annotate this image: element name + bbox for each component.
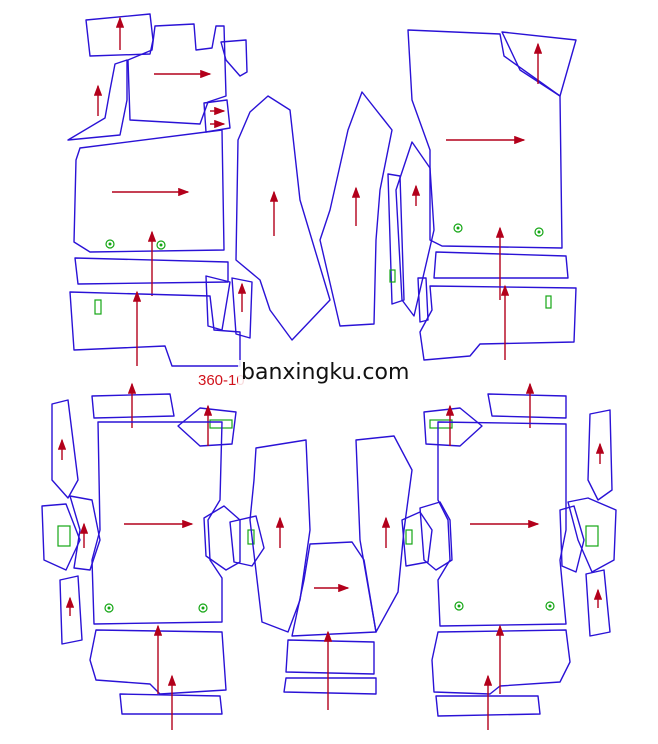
pattern-piece: [559, 505, 585, 573]
pattern-piece: [431, 629, 571, 695]
pattern-piece: [319, 91, 393, 327]
pattern-piece: [127, 23, 227, 125]
slot-mark: [57, 525, 71, 547]
pattern-piece: [419, 285, 577, 361]
pattern-piece: [419, 501, 453, 571]
pattern-piece: [283, 677, 377, 695]
pattern-piece: [205, 275, 231, 331]
pattern-piece: [249, 439, 311, 633]
pattern-piece: [59, 575, 83, 645]
hole-mark: [548, 604, 552, 608]
pattern-piece: [417, 277, 429, 323]
pattern-piece: [85, 13, 154, 57]
slot-mark: [405, 529, 413, 545]
pattern-piece: [285, 639, 375, 675]
pattern-piece: [119, 693, 223, 715]
pattern-piece: [203, 505, 241, 571]
slot-mark: [585, 525, 599, 547]
hole-mark: [198, 603, 208, 613]
pattern-piece: [89, 629, 227, 695]
pattern-piece: [69, 495, 101, 571]
pattern-caption: 360-10: [198, 372, 245, 389]
hole-mark: [159, 243, 163, 247]
hole-mark: [454, 601, 464, 611]
hole-mark: [537, 230, 541, 234]
pattern-piece: [67, 59, 128, 141]
pattern-piece: [203, 99, 231, 133]
pattern-piece: [291, 541, 377, 637]
slot-mark: [209, 419, 233, 429]
slot-mark: [545, 295, 552, 309]
pattern-piece: [423, 407, 483, 447]
pattern-piece: [91, 421, 223, 625]
pattern-piece: [401, 511, 433, 567]
pattern-piece: [177, 407, 237, 447]
hole-mark: [108, 242, 112, 246]
hole-mark: [201, 606, 205, 610]
pattern-piece: [220, 39, 248, 77]
hole-mark: [534, 227, 544, 237]
pattern-piece: [51, 399, 79, 499]
watermark: banxingku.com: [238, 360, 413, 385]
pattern-piece: [437, 421, 567, 627]
slot-mark: [94, 299, 102, 315]
hole-mark: [453, 223, 463, 233]
hole-mark: [107, 606, 111, 610]
pattern-piece: [231, 277, 253, 339]
pattern-piece: [73, 129, 225, 253]
slot-mark: [389, 269, 396, 283]
pattern-piece: [407, 29, 563, 249]
pattern-piece: [587, 409, 613, 501]
pattern-piece: [435, 695, 541, 717]
pattern-piece: [433, 251, 569, 279]
pattern-piece: [387, 173, 405, 305]
pattern-piece: [355, 435, 413, 633]
hole-mark: [545, 601, 555, 611]
hole-mark: [105, 239, 115, 249]
slot-mark: [429, 419, 453, 429]
pattern-piece: [41, 503, 81, 571]
hole-mark: [156, 240, 166, 250]
pattern-piece: [487, 393, 567, 419]
pattern-piece: [91, 393, 175, 419]
hole-mark: [104, 603, 114, 613]
pattern-piece: [235, 95, 331, 341]
pattern-piece: [585, 569, 611, 637]
hole-mark: [457, 604, 461, 608]
hole-mark: [456, 226, 460, 230]
pattern-piece: [229, 515, 265, 567]
pattern-piece: [567, 497, 617, 573]
pattern-piece: [501, 31, 577, 97]
